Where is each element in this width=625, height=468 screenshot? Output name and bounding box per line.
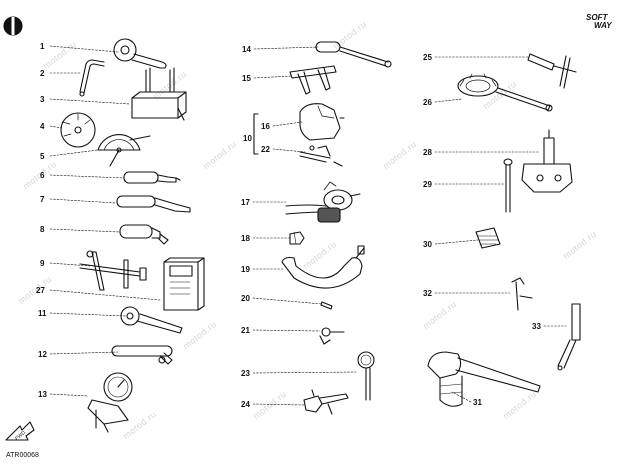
callout-16: 16 [261, 122, 270, 131]
tool-4-degree-disc [60, 112, 96, 148]
tool-24-clamp [303, 389, 349, 415]
tool-30-sleeve [475, 227, 501, 249]
tool-1-wrench [113, 38, 167, 69]
tool-26-ring-spanner [457, 73, 553, 112]
callout-14: 14 [242, 45, 251, 54]
callout-5: 5 [40, 152, 45, 161]
tool-12-rod [111, 345, 173, 365]
callout-33: 33 [532, 322, 541, 331]
tool-13-dial-gauge [87, 372, 133, 433]
callout-4: 4 [40, 122, 45, 131]
callout-15: 15 [242, 74, 251, 83]
callout-20: 20 [241, 294, 250, 303]
leader-lines [49, 45, 567, 406]
callout-1: 1 [40, 42, 45, 51]
callout-21: 21 [241, 326, 250, 335]
brand-top-text: SOFT [586, 13, 608, 22]
tool-22-pins [299, 145, 343, 167]
tool-15-fork [289, 65, 337, 95]
tool-23-gauge [357, 351, 375, 401]
callout-26: 26 [423, 98, 432, 107]
callout-2: 2 [40, 69, 45, 78]
tool-31-socket-spanner [427, 351, 541, 407]
callout-11: 11 [38, 309, 47, 318]
tool-19-c-clamp [281, 245, 365, 289]
tool-17-puller [285, 181, 361, 223]
callout-18: 18 [241, 234, 250, 243]
brand-logo: SOFT WAY [586, 14, 612, 30]
callout-28: 28 [423, 148, 432, 157]
callout-29: 29 [423, 180, 432, 189]
figure-code: ATR00068 [6, 452, 39, 459]
callout-24: 24 [241, 400, 250, 409]
callout-19: 19 [241, 265, 250, 274]
callout-25: 25 [423, 53, 432, 62]
bracket-10 [253, 113, 259, 155]
callout-23: 23 [241, 369, 250, 378]
tool-3-plate [131, 67, 187, 121]
tool-18-nut [289, 231, 305, 245]
callout-22: 22 [261, 145, 270, 154]
callout-8: 8 [40, 225, 45, 234]
tool-20-pin [320, 301, 333, 310]
tool-6-drift [123, 171, 181, 184]
callout-7: 7 [40, 195, 45, 204]
tool-14-spanner [315, 41, 392, 68]
tool-2-bent-rod [79, 59, 105, 97]
tool-8-puller [119, 224, 169, 245]
tool-16-cover [299, 103, 345, 141]
callout-12: 12 [38, 350, 47, 359]
tool-33-bar [557, 303, 581, 371]
tool-9-holder [79, 250, 147, 291]
callout-32: 32 [423, 289, 432, 298]
tool-27-meter [163, 257, 205, 311]
tool-25-t-bar [527, 53, 577, 89]
callout-30: 30 [423, 240, 432, 249]
callout-17: 17 [241, 198, 250, 207]
callout-31: 31 [473, 398, 482, 407]
logo-icon [3, 16, 23, 36]
callout-27: 27 [36, 286, 45, 295]
tool-11-wrench [120, 306, 183, 334]
tool-7-drift [116, 195, 191, 213]
tool-32-bent-key [511, 277, 533, 311]
tool-5-protractor [97, 134, 151, 167]
callout-13: 13 [38, 390, 47, 399]
tool-29-rod [503, 158, 513, 213]
tool-21-key [319, 327, 345, 345]
callout-6: 6 [40, 171, 45, 180]
brand-bottom-text: WAY [594, 21, 612, 30]
callout-10: 10 [243, 134, 252, 143]
tool-28-extractor [521, 129, 573, 193]
callout-9: 9 [40, 259, 45, 268]
forward-arrow-icon: FWD [5, 421, 35, 442]
callout-3: 3 [40, 95, 45, 104]
